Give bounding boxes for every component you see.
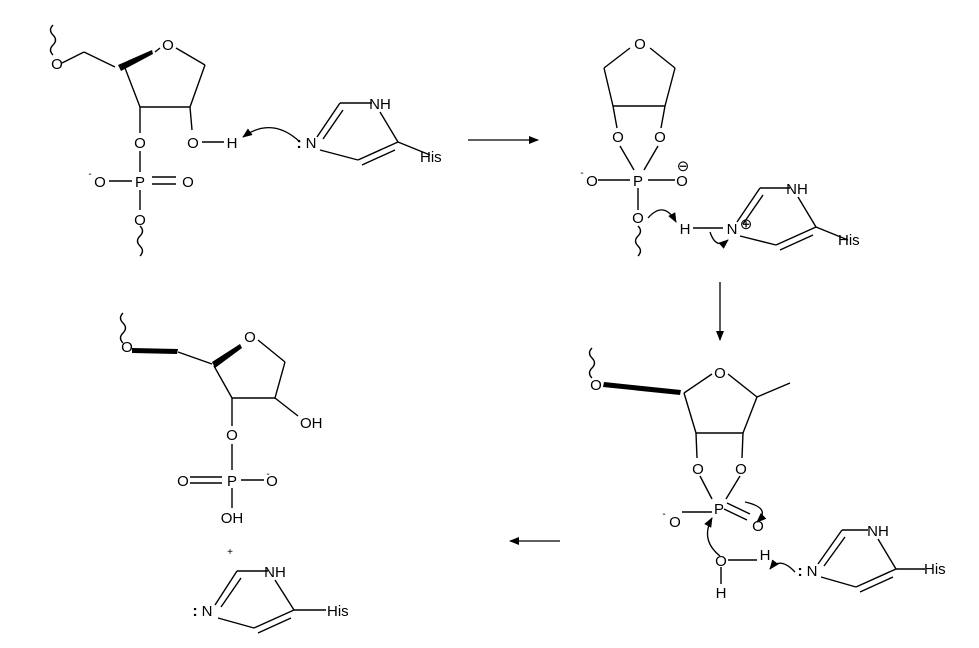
wedge-bond-3 bbox=[603, 382, 681, 395]
atom-o-minus-3: O bbox=[669, 514, 681, 531]
curved-arrow-2a bbox=[647, 209, 677, 223]
atom-o-5prime-1: O bbox=[51, 56, 63, 73]
atom-o-bottom-1: O bbox=[134, 212, 146, 229]
atom-o-right-3: O bbox=[735, 461, 747, 478]
atom-o-left-2: O bbox=[612, 129, 624, 146]
atom-n-3: N bbox=[807, 563, 818, 580]
atom-o-5prime-4: O bbox=[121, 339, 133, 356]
atom-h-2prime-1: H bbox=[227, 135, 238, 152]
curved-arrow-3a bbox=[744, 501, 767, 523]
wavy-bond-top-1 bbox=[49, 24, 57, 56]
imidazole-4 bbox=[214, 570, 326, 634]
atom-n-2: N bbox=[727, 221, 738, 238]
atom-o-3prime-4: O bbox=[226, 427, 238, 444]
wedge-bond-1 bbox=[118, 50, 153, 71]
atom-o-ring-2: O bbox=[634, 36, 646, 53]
imidazole-1 bbox=[316, 102, 431, 166]
plus-separator: + bbox=[227, 547, 233, 558]
wavy-bond-bottom-1 bbox=[136, 225, 144, 257]
atom-o-left-3: O bbox=[692, 461, 704, 478]
atom-h-2: H bbox=[680, 221, 691, 238]
curved-arrow-1 bbox=[242, 126, 301, 143]
panel-3-water-attack: O O O O P - O O O H H : N NH His bbox=[588, 347, 946, 602]
ribose-ring-2 bbox=[598, 47, 676, 257]
atom-p-1: P bbox=[135, 174, 145, 191]
charge-minus-3: - bbox=[662, 509, 665, 520]
atom-p-2: P bbox=[633, 173, 643, 190]
atom-h-water-a-3: H bbox=[760, 547, 771, 564]
atom-o-double-1: O bbox=[182, 174, 194, 191]
atom-o-ring-3: O bbox=[714, 365, 726, 382]
curved-arrow-3c bbox=[769, 559, 796, 573]
atom-o-water-3: O bbox=[715, 553, 727, 570]
atom-o-minus-4: O bbox=[266, 473, 278, 490]
imidazolium-2 bbox=[736, 187, 849, 251]
his-label-4: His bbox=[327, 603, 349, 620]
atom-p-4: P bbox=[227, 473, 237, 490]
lone-pair-n-1: : bbox=[296, 135, 301, 152]
ribose-ring-3 bbox=[588, 347, 791, 521]
his-label-2: His bbox=[838, 232, 860, 249]
atom-o-minus-2: O bbox=[586, 173, 598, 190]
wavy-bond-3 bbox=[588, 347, 596, 379]
panel-2-cyclic-intermediate: O O O P - O O ⊖ O H N ⊕ NH His bbox=[580, 36, 860, 257]
atom-o-minus-1: O bbox=[94, 174, 106, 191]
his-label-3: His bbox=[924, 561, 946, 578]
atom-o-5prime-3: O bbox=[590, 377, 602, 394]
panel-4-products: O O OH O O P - O OH + : N NH His bbox=[119, 312, 349, 634]
wavy-bond-4 bbox=[119, 312, 127, 344]
atom-nh-1: NH bbox=[369, 96, 391, 113]
atom-oh-phosphate-4: OH bbox=[221, 510, 244, 527]
imidazole-3 bbox=[817, 529, 925, 593]
wedge-bond-4b bbox=[212, 344, 242, 368]
atom-p-3: P bbox=[714, 501, 724, 518]
atom-o-bottom-2: O bbox=[632, 210, 644, 227]
atom-o-2prime-1: O bbox=[187, 135, 199, 152]
atom-nh-3: NH bbox=[867, 523, 889, 540]
curved-arrow-3b bbox=[704, 517, 721, 557]
charge-minus-4: - bbox=[266, 469, 269, 480]
atom-nh-2: NH bbox=[786, 181, 808, 198]
atom-n-4: N bbox=[202, 603, 213, 620]
charge-minus-1: - bbox=[88, 169, 91, 180]
wedge-bond-4a bbox=[132, 348, 178, 354]
charge-pos-2: ⊕ bbox=[740, 216, 753, 233]
atom-o-double-3: O bbox=[752, 518, 764, 535]
lone-pair-n-3: : bbox=[797, 563, 802, 580]
charge-neg-2: ⊖ bbox=[677, 158, 690, 175]
atom-o-ring-1: O bbox=[162, 37, 174, 54]
atom-o-right-2: O bbox=[654, 129, 666, 146]
charge-minus-2: - bbox=[580, 168, 583, 179]
water-3 bbox=[720, 559, 757, 584]
wavy-bond-2 bbox=[634, 225, 642, 257]
atom-o-double-4: O bbox=[177, 473, 189, 490]
atom-nh-4: NH bbox=[264, 564, 286, 581]
ribose-ring-4 bbox=[119, 312, 299, 508]
atom-o-ring-4: O bbox=[244, 329, 256, 346]
panel-1-rna-2-oh-attack: O O O O H P - O O O : N NH His bbox=[49, 24, 442, 257]
atom-n-1: N bbox=[306, 135, 317, 152]
his-label-1: His bbox=[420, 149, 442, 166]
curved-arrow-2b bbox=[709, 231, 729, 249]
atom-h-water-b-3: H bbox=[716, 585, 727, 602]
atom-o-neg-2: O bbox=[676, 173, 688, 190]
atom-o-3prime-1: O bbox=[134, 135, 146, 152]
lone-pair-n-4: : bbox=[192, 603, 197, 620]
ribose-ring-1 bbox=[49, 24, 224, 257]
atom-oh-2prime-4: OH bbox=[300, 415, 323, 432]
